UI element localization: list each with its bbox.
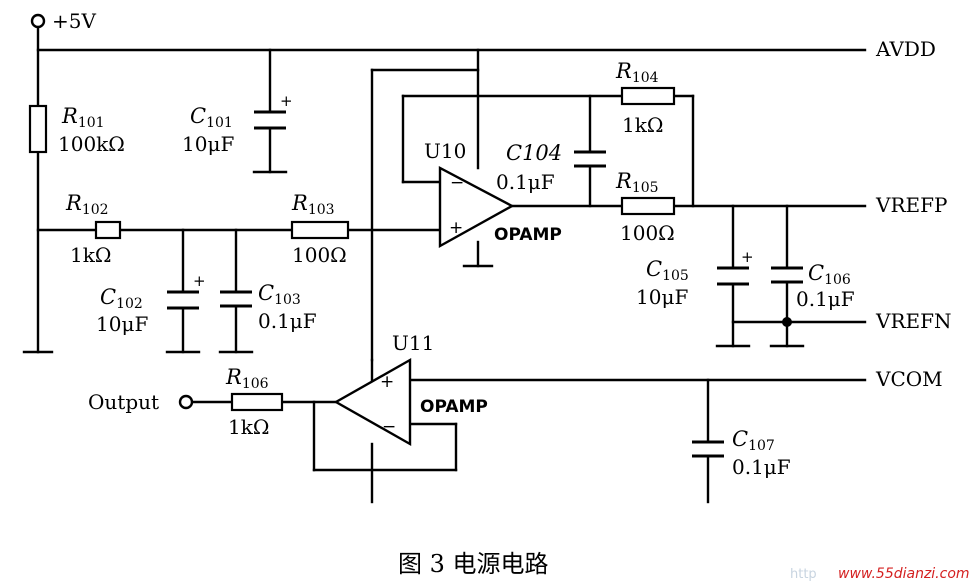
r104-designator: R104 (615, 59, 659, 86)
capacitor-c101: + (254, 92, 293, 130)
capacitor-c107 (692, 440, 724, 458)
c106-value: 0.1μF (796, 287, 855, 311)
u10-type: OPAMP (494, 225, 562, 245)
watermark-site: www.55dianzi.com (838, 566, 970, 582)
vrefn-junction (782, 317, 792, 327)
inverting-input-sign: − (382, 417, 396, 437)
c104-value: 0.1μF (496, 170, 555, 194)
r103-designator: R103 (291, 191, 335, 218)
net-label-avdd: AVDD (875, 37, 936, 61)
r106-value: 1kΩ (228, 415, 269, 439)
watermark-prefix: http (790, 567, 817, 582)
r102-value: 1kΩ (70, 243, 111, 267)
net-label-vcom: VCOM (875, 367, 943, 391)
c107-designator: C107 (732, 427, 775, 454)
r102-designator: R102 (65, 191, 109, 218)
r106-designator: R106 (225, 365, 269, 392)
opamp-u11: + − (333, 357, 412, 447)
noninverting-input-sign: + (449, 218, 463, 238)
resistor-r105 (620, 196, 676, 216)
net-label-vrefp: VREFP (875, 193, 947, 217)
c101-designator: C101 (190, 104, 233, 131)
resistor-r102 (94, 220, 122, 240)
c102-value: 10μF (96, 312, 148, 336)
polarity-mark: + (280, 92, 293, 110)
capacitor-c102: + (167, 272, 206, 310)
resistor-r106 (230, 392, 284, 412)
opamp-u10: − + (438, 166, 515, 249)
c106-designator: C106 (808, 261, 851, 288)
c105-designator: C105 (646, 257, 689, 284)
c105-value: 10μF (636, 285, 688, 309)
c104-designator: C104 (506, 141, 562, 165)
r105-designator: R105 (615, 169, 659, 196)
u11-designator: U11 (392, 331, 434, 355)
r101-value: 100kΩ (58, 132, 125, 156)
r103-value: 100Ω (292, 243, 347, 267)
wires (22, 26, 867, 504)
supply-label: +5V (52, 9, 96, 33)
resistor-r101 (28, 104, 48, 154)
u11-type: OPAMP (420, 397, 488, 417)
net-label-vrefn: VREFN (875, 309, 951, 333)
r101-designator: R101 (61, 104, 105, 131)
capacitor-c105: + (717, 248, 754, 286)
resistor-r103 (290, 220, 350, 240)
capacitor-c103 (220, 290, 252, 308)
capacitor-c104 (574, 150, 606, 168)
c101-value: 10μF (182, 132, 234, 156)
noninverting-input-sign: + (380, 372, 394, 392)
figure-caption: 图 3 电源电路 (398, 550, 549, 578)
r105-value: 100Ω (620, 221, 675, 245)
output-terminal (178, 394, 194, 410)
inverting-input-sign: − (450, 173, 464, 193)
capacitor-c106 (771, 266, 803, 284)
polarity-mark: + (193, 272, 206, 290)
u10-designator: U10 (424, 139, 466, 163)
polarity-mark: + (741, 248, 754, 266)
c102-designator: C102 (100, 285, 143, 312)
c103-value: 0.1μF (258, 309, 317, 333)
resistor-r104 (620, 86, 676, 106)
r104-value: 1kΩ (622, 113, 663, 137)
output-label: Output (88, 390, 159, 414)
supply-terminal (30, 13, 46, 29)
c103-designator: C103 (258, 281, 301, 308)
c107-value: 0.1μF (732, 455, 791, 479)
